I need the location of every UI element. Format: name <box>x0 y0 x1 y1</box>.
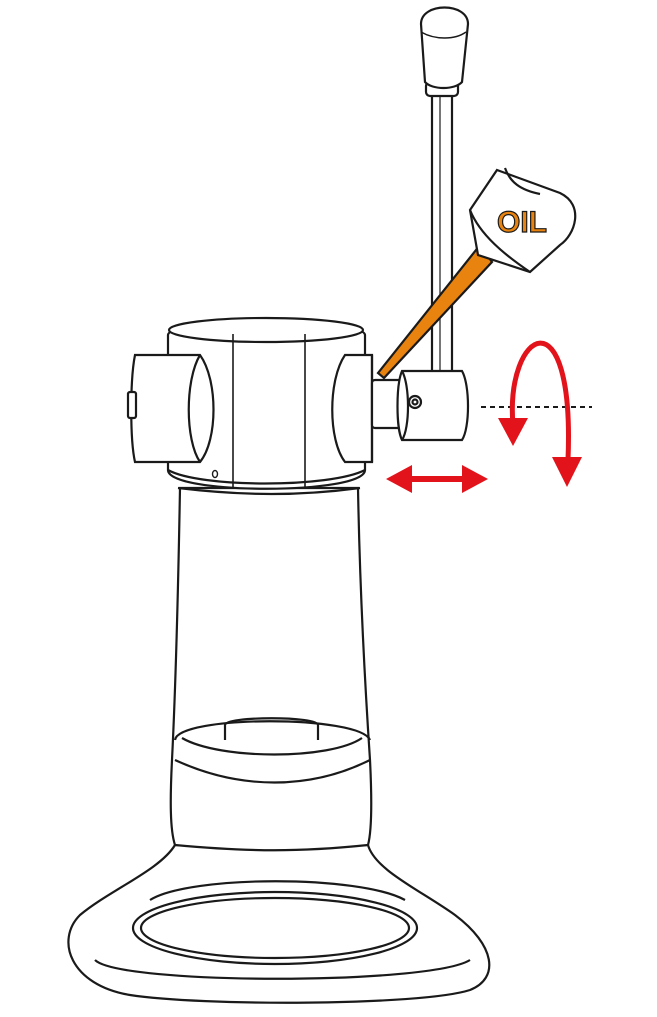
machine-body <box>169 486 373 852</box>
horizontal-double-arrow <box>386 465 488 493</box>
machine-base <box>67 843 491 1004</box>
lever-arm <box>424 80 460 379</box>
rotation-arrow <box>498 340 582 487</box>
lever-pivot <box>370 369 470 442</box>
lever-knob <box>419 6 470 90</box>
grinder-head <box>126 316 374 490</box>
oil-label: OIL <box>497 206 547 239</box>
oil-can-icon: OIL <box>376 167 577 380</box>
